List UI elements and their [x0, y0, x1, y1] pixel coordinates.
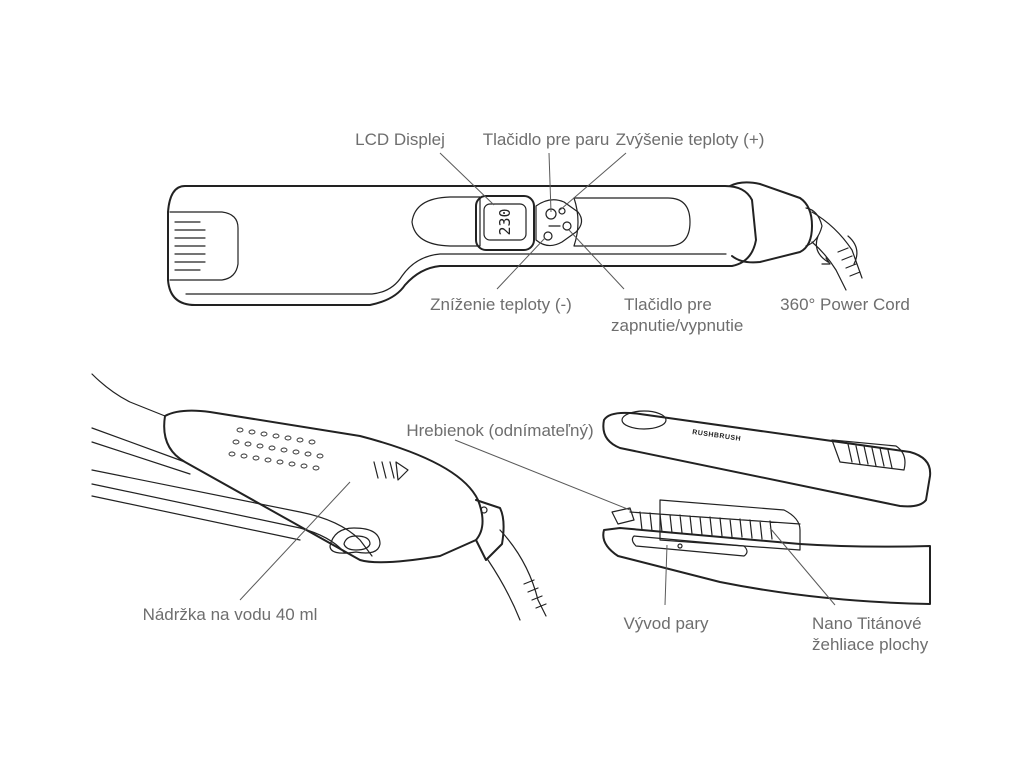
label-lcd-display: LCD Displej: [355, 130, 445, 149]
button-cluster: [535, 199, 583, 247]
label-power-button-line1: Tlačidlo pre: [624, 295, 712, 314]
label-power-cord: 360° Power Cord: [780, 295, 910, 314]
label-plates-line2: žehliace plochy: [812, 635, 929, 654]
left-pad: [411, 196, 481, 247]
leader-lines: [239, 152, 836, 606]
lcd-value: 230: [496, 208, 514, 235]
temp-decrease-button[interactable]: [543, 231, 553, 241]
straightener-side-view: [91, 373, 547, 621]
label-steam-button: Tlačidlo pre paru: [483, 130, 610, 149]
label-comb: Hrebienok (odnímateľný): [406, 421, 593, 440]
tank-vent-dots: [228, 427, 324, 471]
fill-arrow-icon: [373, 461, 409, 481]
brand-name: RUSHBRUSH: [692, 429, 742, 443]
label-steam-outlet: Vývod pary: [623, 614, 709, 633]
power-cord-top: [811, 211, 863, 291]
label-power-button-line2: zapnutie/vypnutie: [611, 316, 743, 335]
comb: [629, 511, 801, 540]
label-water-tank: Nádržka na vodu 40 ml: [143, 605, 318, 624]
labels: LCD Displej Tlačidlo pre paru Zvýšenie t…: [143, 130, 929, 654]
lcd-display: [475, 195, 535, 251]
label-plates-line1: Nano Titánové: [812, 614, 922, 633]
label-temp-increase: Zvýšenie teploty (+): [616, 130, 765, 149]
power-button[interactable]: [562, 221, 572, 231]
left-grip-ribs: [174, 221, 206, 271]
right-pad: [573, 197, 691, 247]
label-temp-decrease: Zníženie teploty (-): [430, 295, 572, 314]
straightener-plates-view: RUSHBRUSH: [602, 410, 932, 605]
straightener-top-view: 230: [167, 181, 863, 306]
power-cord-side: [487, 529, 547, 621]
